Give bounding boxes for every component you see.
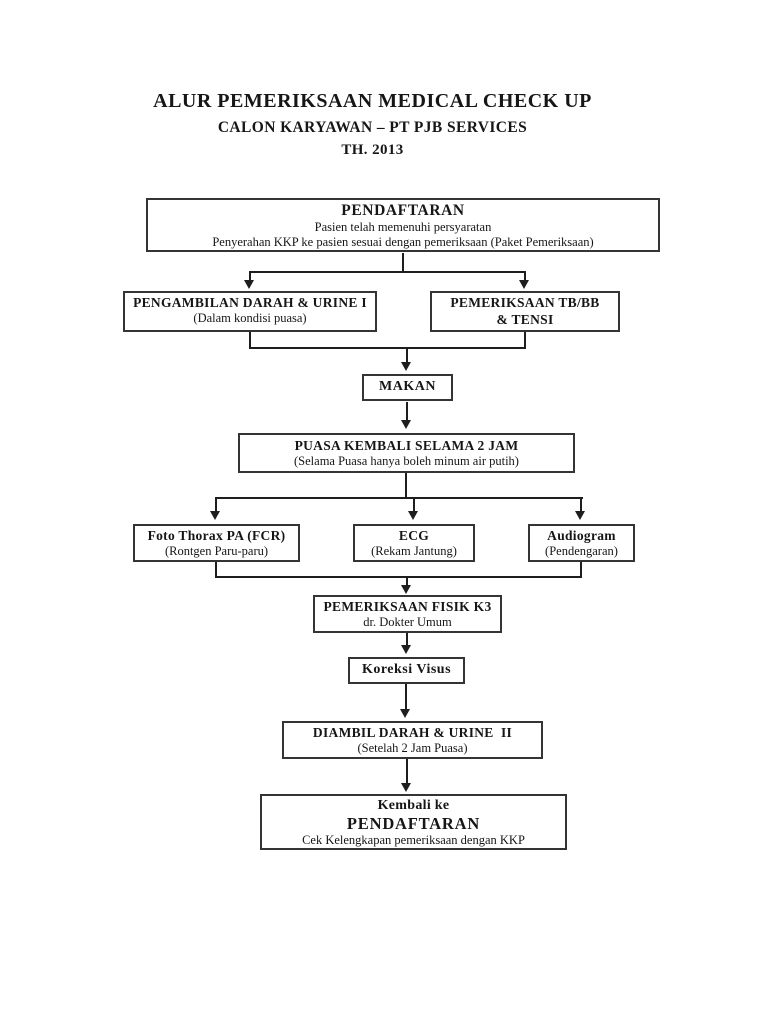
node-line: Kembali ke — [377, 798, 450, 813]
arrow-down-icon — [408, 511, 418, 520]
node-title: Audiogram — [547, 528, 616, 543]
node-line: Cek Kelengkapan pemeriksaan dengan KKP — [302, 833, 525, 847]
node-subtitle: dr. Dokter Umum — [363, 615, 452, 629]
node-line: Penyerahan KKP ke pasien sesuai dengan p… — [212, 235, 594, 249]
arrow-down-icon — [244, 280, 254, 289]
node-line: Pasien telah memenuhi persyaratan — [314, 220, 492, 234]
connector-line — [215, 562, 217, 578]
node-title: Koreksi Visus — [361, 662, 452, 677]
flow-node-pendaftaran: PENDAFTARAN Pasien telah memenuhi persya… — [146, 198, 660, 252]
connector-line — [406, 347, 408, 363]
flow-node-darah-urine-1: PENGAMBILAN DARAH & URINE I (Dalam kondi… — [123, 291, 377, 332]
node-subtitle: (Selama Puasa hanya boleh minum air puti… — [294, 454, 519, 468]
node-subtitle: (Setelah 2 Jam Puasa) — [357, 741, 468, 755]
node-subtitle: (Pendengaran) — [545, 544, 618, 558]
node-title: & TENSI — [496, 312, 554, 327]
arrow-down-icon — [519, 280, 529, 289]
connector-line — [406, 576, 408, 587]
node-subtitle: (Rekam Jantung) — [371, 544, 457, 558]
connector-line — [524, 332, 526, 349]
node-title: DIAMBIL DARAH & URINE II — [312, 725, 513, 740]
node-title: PENGAMBILAN DARAH & URINE I — [133, 295, 367, 310]
flow-node-foto-thorax: Foto Thorax PA (FCR) (Rontgen Paru-paru) — [133, 524, 300, 562]
node-line: PENDAFTARAN — [346, 814, 481, 833]
connector-line — [249, 271, 526, 273]
node-title: PEMERIKSAAN TB/BB — [450, 295, 600, 310]
connector-line — [405, 684, 407, 711]
arrow-down-icon — [401, 783, 411, 792]
node-subtitle: (Rontgen Paru-paru) — [164, 544, 269, 558]
connector-line — [524, 271, 526, 281]
flow-node-makan: MAKAN — [362, 374, 453, 401]
node-title: PEMERIKSAAN FISIK K3 — [323, 599, 492, 614]
arrow-down-icon — [400, 709, 410, 718]
connector-line — [249, 332, 251, 349]
arrow-down-icon — [210, 511, 220, 520]
arrow-down-icon — [401, 420, 411, 429]
connector-line — [406, 759, 408, 785]
page-year: TH. 2013 — [341, 142, 404, 158]
connector-line — [580, 497, 582, 512]
arrow-down-icon — [575, 511, 585, 520]
flow-node-darah-urine-2: DIAMBIL DARAH & URINE II (Setelah 2 Jam … — [282, 721, 543, 759]
page-subtitle: CALON KARYAWAN – PT PJB SERVICES — [217, 119, 528, 136]
connector-line — [249, 271, 251, 281]
flow-node-kembali-pendaftaran: Kembali ke PENDAFTARAN Cek Kelengkapan p… — [260, 794, 567, 850]
node-title: MAKAN — [379, 379, 436, 394]
connector-line — [215, 497, 217, 512]
connector-line — [580, 562, 582, 578]
page-title: ALUR PEMERIKSAAN MEDICAL CHECK UP — [153, 90, 592, 112]
node-subtitle: (Dalam kondisi puasa) — [193, 311, 307, 325]
arrow-down-icon — [401, 585, 411, 594]
flow-node-tb-bb-tensi: PEMERIKSAAN TB/BB & TENSI — [430, 291, 620, 332]
connector-line — [249, 347, 526, 349]
connector-line — [413, 497, 415, 512]
connector-line — [402, 253, 404, 273]
node-title: PENDAFTARAN — [341, 202, 465, 219]
node-title: PUASA KEMBALI SELAMA 2 JAM — [294, 438, 519, 453]
flow-node-puasa: PUASA KEMBALI SELAMA 2 JAM (Selama Puasa… — [238, 433, 575, 473]
flow-node-ecg: ECG (Rekam Jantung) — [353, 524, 475, 562]
connector-line — [405, 473, 407, 499]
node-title: Foto Thorax PA (FCR) — [147, 528, 286, 543]
connector-line — [406, 402, 408, 421]
arrow-down-icon — [401, 362, 411, 371]
connector-line — [406, 633, 408, 647]
node-title: ECG — [398, 528, 430, 543]
flow-node-audiogram: Audiogram (Pendengaran) — [528, 524, 635, 562]
connector-line — [215, 576, 582, 578]
arrow-down-icon — [401, 645, 411, 654]
flow-node-koreksi-visus: Koreksi Visus — [348, 657, 465, 684]
flow-node-fisik-k3: PEMERIKSAAN FISIK K3 dr. Dokter Umum — [313, 595, 502, 633]
connector-line — [215, 497, 583, 499]
